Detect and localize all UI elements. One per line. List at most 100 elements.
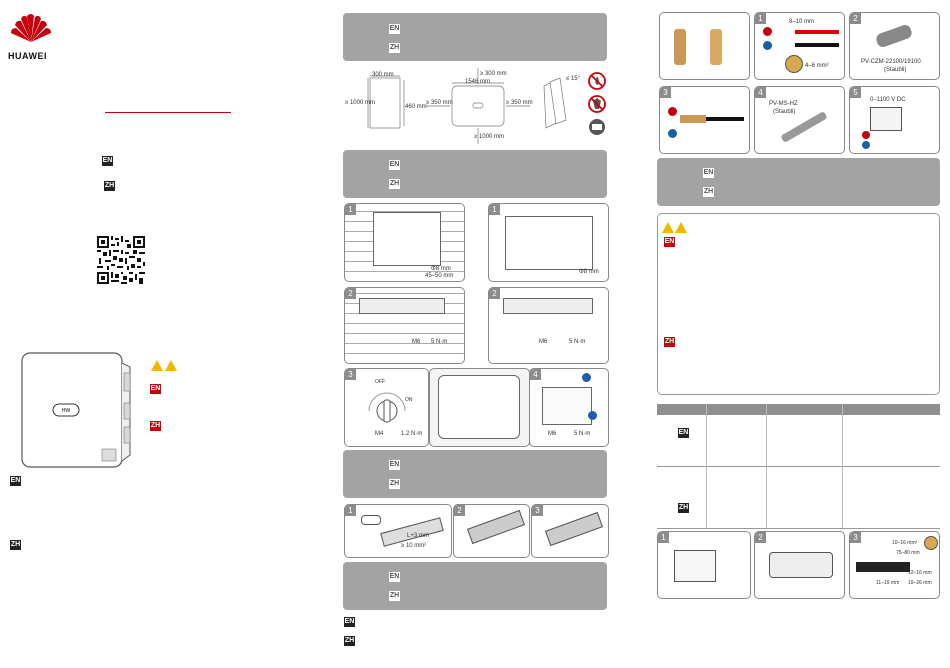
positive-icon: [668, 107, 677, 116]
step-panel-hang-inverter: [429, 368, 530, 447]
ot-terminal: [361, 515, 381, 525]
step-number: 2: [345, 288, 356, 299]
dc-switch-knob: [368, 392, 406, 423]
cable-area: 4–6 mm²: [805, 63, 829, 69]
mounting-bracket: [505, 216, 593, 270]
lang-tag-en: EN: [344, 617, 355, 627]
dim-top-clearance: ≥ 300 mm: [480, 71, 507, 77]
lang-tag-en: EN: [678, 428, 689, 438]
cable-section: [924, 536, 938, 550]
lang-tag-en: EN: [703, 168, 714, 178]
multimeter: [870, 107, 902, 131]
step-number: 2: [755, 532, 766, 543]
ground-symbol-icon: [589, 119, 605, 135]
qr-code: [97, 236, 145, 284]
positive-icon: [763, 27, 772, 36]
section-header-dc: EN ZH: [657, 158, 940, 206]
dim-height: 460 mm: [405, 104, 427, 110]
black-cable: [706, 117, 744, 121]
knob-off: OFF: [375, 379, 385, 385]
negative-icon: [862, 141, 870, 149]
step-number: 1: [755, 13, 766, 24]
spanner-model: PV-MS-HZ: [769, 101, 798, 107]
step-number: 1: [345, 505, 356, 516]
lang-tag-zh: ZH: [389, 479, 400, 489]
dim-right-clearance: ≥ 350 mm: [506, 100, 533, 106]
ac-connector: [674, 550, 716, 582]
spanner-brand: (Staubli): [773, 109, 796, 115]
lang-tag-zh: ZH: [703, 187, 714, 197]
step-panel-click-pv: 3: [659, 86, 750, 154]
table-column-line: [842, 404, 843, 528]
dim-bottom-clearance: ≥ 1000 mm: [474, 134, 504, 140]
step-number: 5: [850, 87, 861, 98]
torque-value: 5 N·m: [431, 339, 448, 345]
torque-m6: M6: [548, 431, 557, 437]
table-header: [657, 404, 940, 415]
step-number: 1: [489, 204, 500, 215]
inverter-side: [542, 387, 592, 425]
step-panel-measure-voltage: 5 0–1100 V DC: [849, 86, 940, 154]
step-number: 4: [530, 369, 541, 380]
section-header-mounting: EN ZH: [343, 150, 607, 198]
lang-tag-zh: ZH: [150, 421, 161, 431]
torque-value: 5 N·m: [569, 339, 586, 345]
lang-tag-en: EN: [664, 237, 675, 247]
dim-side-clearance: ≥ 1000 mm: [345, 100, 375, 106]
ac-dim-4: 19–26 mm: [908, 580, 932, 586]
section-header-install-space: EN ZH: [343, 13, 607, 61]
ground-area: ≥ 10 mm²: [401, 543, 427, 549]
lang-tag-zh: ZH: [664, 337, 675, 347]
knob-on: ON: [405, 397, 413, 403]
step-panel-disassemble-ac: 2: [754, 531, 845, 599]
table-column-line: [706, 404, 707, 528]
step-panel-fix-bracket-wall: 2 M6 5 N·m: [344, 287, 465, 364]
step-panel-install-ground: 3: [531, 504, 609, 558]
lang-tag-en: EN: [150, 384, 161, 394]
lang-tag-en: EN: [389, 24, 400, 34]
lang-tag-zh: ZH: [104, 181, 115, 191]
ground-length: L+3 mm: [407, 533, 429, 539]
brand-name: HUAWEI: [8, 51, 47, 61]
voltage-range: 0–1100 V DC: [870, 97, 906, 103]
ground-cable: [544, 511, 604, 547]
torque-value: 1.2 N·m: [401, 431, 423, 437]
step-panel-strip-pv: 1 8–10 mm 4–6 mm²: [754, 12, 845, 80]
pv-connector-male: [674, 29, 686, 65]
lang-tag-zh: ZH: [344, 636, 355, 646]
inverter-illustration: HW: [21, 352, 131, 468]
negative-icon: [763, 41, 772, 50]
step-panel-strip-ground: 1 L+3 mm ≥ 10 mm²: [344, 504, 452, 558]
cable-section: [785, 55, 803, 73]
torque-m6: M6: [539, 339, 548, 345]
step-panel-crimp-ground: 2: [453, 504, 530, 558]
red-cable: [795, 30, 839, 34]
ac-cable: [856, 562, 910, 572]
step-panel-fix-bracket-frame: 2 M6 5 N·m: [488, 287, 609, 364]
bracket-bar: [359, 298, 445, 314]
section-header-ac: EN ZH: [343, 562, 607, 610]
step-panel-crimp-pv: 2 PV-CZM-22100/19100 (Staubli): [849, 12, 940, 80]
step-number: 3: [660, 87, 671, 98]
step-number: 2: [489, 288, 500, 299]
ac-dim-1: 75–80 mm: [896, 550, 920, 556]
warning-icon: [151, 360, 163, 371]
drill-diameter: Φ8 mm: [431, 266, 451, 272]
bracket-bar: [503, 298, 593, 314]
section-header-grounding: EN ZH: [343, 450, 607, 498]
lang-tag-en: EN: [389, 572, 400, 582]
callout-1: [582, 373, 591, 382]
step-number: 3: [850, 532, 861, 543]
torque-m4: M4: [375, 431, 384, 437]
ac-cable-area: 10–16 mm²: [892, 540, 918, 546]
lang-tag-en: EN: [10, 476, 21, 486]
step-panel-drill-frame: 1 Φ8 mm: [488, 203, 609, 282]
lang-tag-zh: ZH: [389, 179, 400, 189]
clearance-diagram: [367, 68, 567, 144]
torque-m6: M6: [412, 339, 421, 345]
crimp-tool-model: PV-CZM-22100/19100: [861, 59, 921, 65]
no-flammable-icon: [588, 72, 606, 90]
dim-total-width: 1546 mm: [465, 79, 491, 85]
step-panel-dc-switch: 3 OFF ON M4 1.2 N·m: [344, 368, 429, 447]
svg-text:HW: HW: [62, 408, 71, 414]
